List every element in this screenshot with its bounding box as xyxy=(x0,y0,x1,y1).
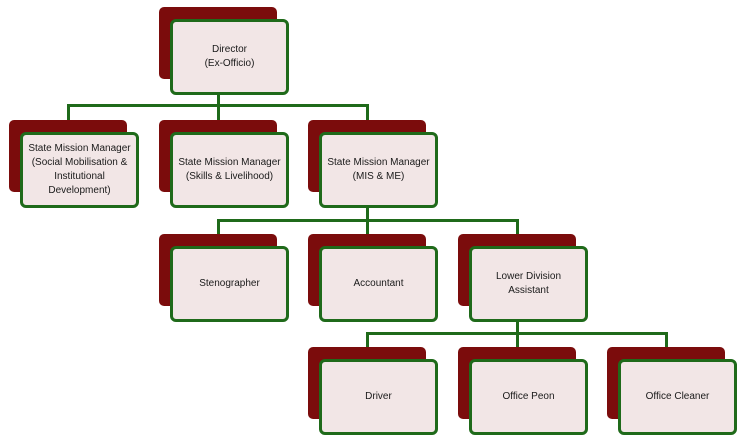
node-label-smm-mis: State Mission Manager (MIS & ME) xyxy=(327,157,430,182)
node-label-stenographer: Stenographer xyxy=(199,278,260,289)
node-box: Office Cleaner xyxy=(618,359,737,435)
connector-to-lda xyxy=(516,219,519,235)
node-box: Office Peon xyxy=(469,359,588,435)
connector-to-smm-skills xyxy=(217,104,220,128)
connector-to-office-peon xyxy=(516,332,519,348)
node-box: State Mission Manager (MIS & ME) xyxy=(319,132,438,208)
node-box: Lower Division Assistant xyxy=(469,246,588,322)
node-label-lda: Lower Division Assistant xyxy=(495,271,562,296)
node-box: State Mission Manager (Skills & Liveliho… xyxy=(170,132,289,208)
node-label-office-cleaner: Office Cleaner xyxy=(645,391,710,402)
node-box: Accountant xyxy=(319,246,438,322)
node-label-smm-skills: State Mission Manager (Skills & Liveliho… xyxy=(178,157,281,182)
connector-lda-down xyxy=(516,322,519,334)
connector-to-accountant xyxy=(366,219,369,235)
node-box: Driver xyxy=(319,359,438,435)
node-label-director: Director (Ex-Officio) xyxy=(204,44,255,69)
connector-to-driver xyxy=(366,332,369,348)
node-label-driver: Driver xyxy=(365,391,392,402)
connector-smm-mis-down xyxy=(366,208,369,221)
connector-director-down xyxy=(217,92,220,106)
node-box: Director (Ex-Officio) xyxy=(170,19,289,95)
connector-to-stenographer xyxy=(217,219,220,235)
node-box: Stenographer xyxy=(170,246,289,322)
connector-to-smm-social xyxy=(67,104,70,128)
node-box: State Mission Manager (Social Mobilisati… xyxy=(20,132,139,208)
connector-to-office-cleaner xyxy=(665,332,668,348)
node-label-accountant: Accountant xyxy=(353,278,404,289)
node-label-smm-social: State Mission Manager (Social Mobilisati… xyxy=(28,143,131,196)
node-label-office-peon: Office Peon xyxy=(502,391,555,402)
connector-to-smm-mis xyxy=(366,104,369,128)
